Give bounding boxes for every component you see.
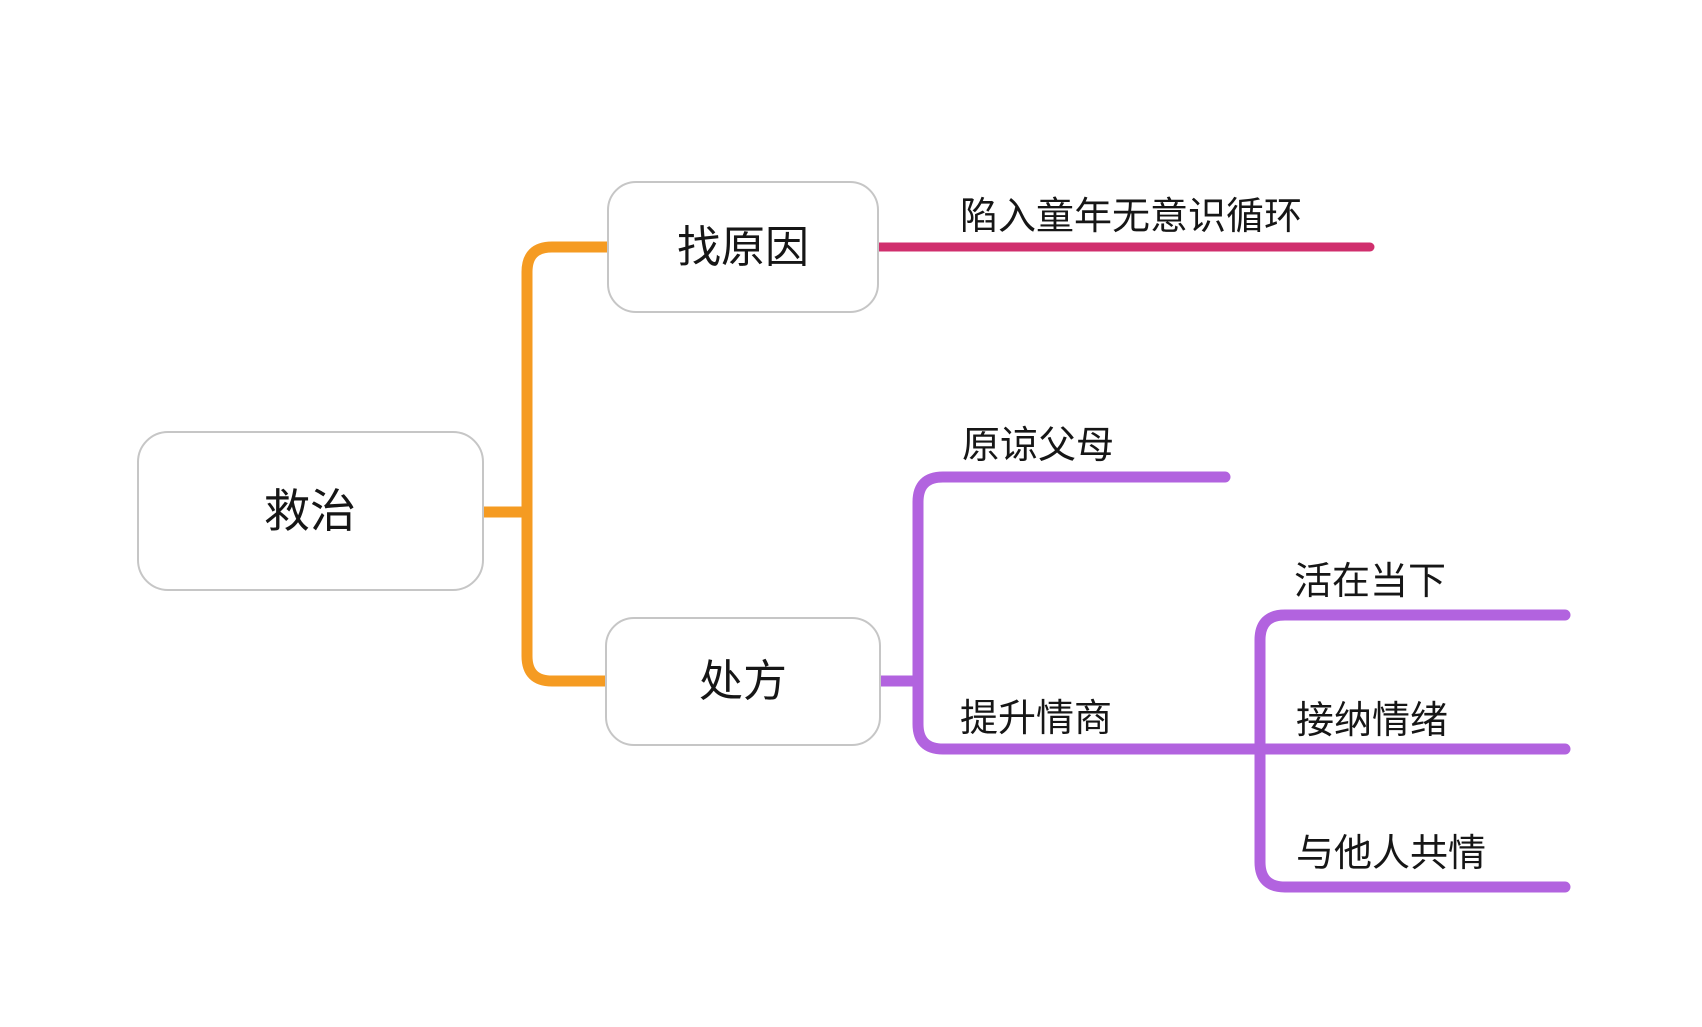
edge-root-trunk (477, 241, 614, 687)
root-topic-label[interactable]: 救治 (264, 485, 356, 537)
topic-live-in-present-label[interactable]: 活在当下 (1294, 561, 1446, 603)
topic-empathize-others-label[interactable]: 与他人共情 (1296, 833, 1486, 875)
edge-eq-children-trunk (1254, 609, 1571, 893)
topic-raise-eq-label[interactable]: 提升情商 (960, 698, 1112, 740)
topic-accept-emotions-label[interactable]: 接纳情绪 (1296, 700, 1448, 742)
node-labels: 救治 找原因 处方 陷入童年无意识循环 原谅父母 提升情商 活在当下 接纳情绪 … (264, 196, 1486, 875)
node-box-prescription[interactable] (605, 617, 881, 746)
topic-childhood-loop-label[interactable]: 陷入童年无意识循环 (960, 196, 1302, 238)
node-box-root[interactable] (137, 431, 484, 591)
node-box-find-cause[interactable] (607, 181, 879, 313)
topic-prescription-label[interactable]: 处方 (699, 657, 787, 706)
topic-find-cause-label[interactable]: 找原因 (677, 223, 809, 272)
edge-prescription-children-trunk (912, 471, 1571, 755)
topic-forgive-parents-label[interactable]: 原谅父母 (962, 425, 1114, 467)
